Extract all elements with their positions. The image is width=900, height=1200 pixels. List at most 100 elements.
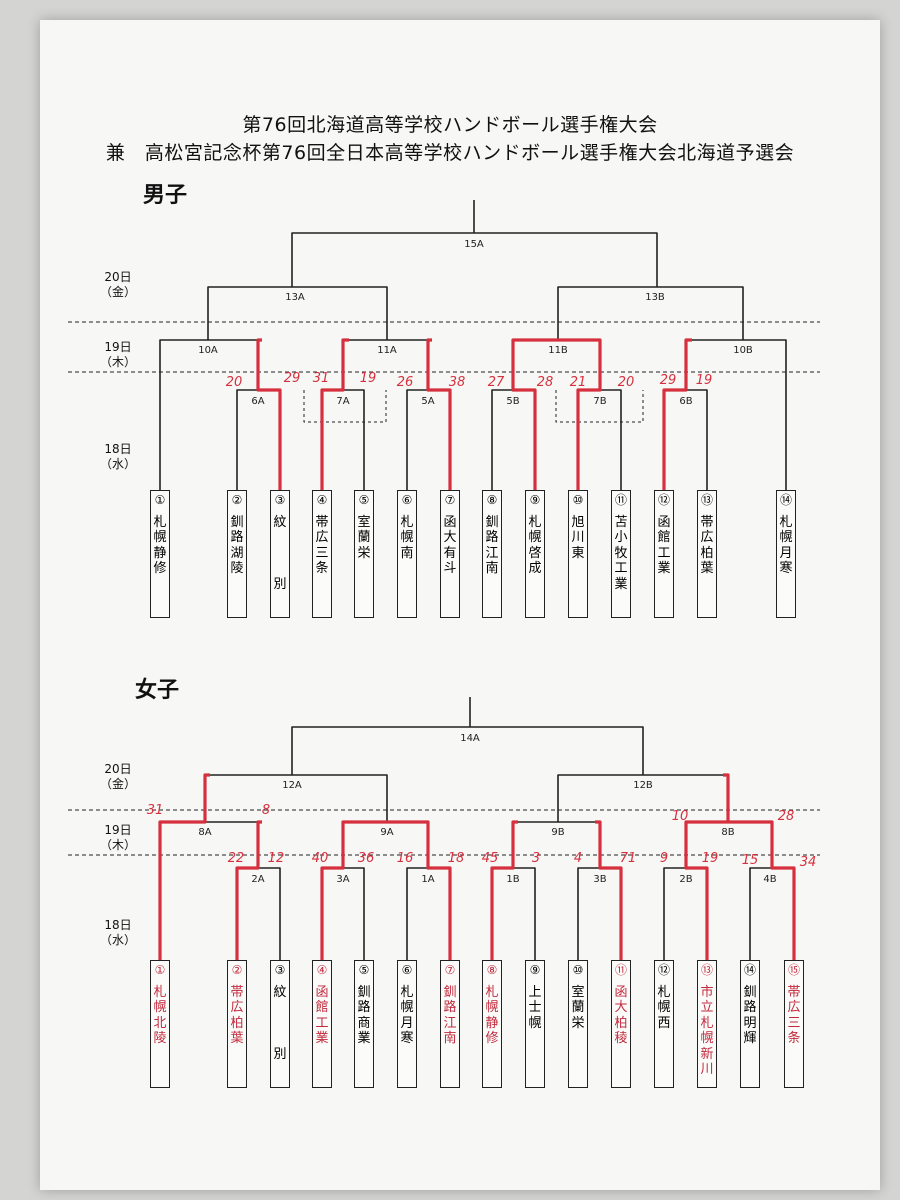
team-name-char: 館 [315, 1000, 329, 1015]
day-19-girls: 19日（木） [99, 823, 136, 852]
team-number: ⑧ [486, 963, 498, 977]
team-name-char: 東 [571, 545, 585, 561]
team-number: ⑫ [657, 493, 670, 507]
day-18-girls: 18日（水） [99, 918, 136, 947]
team-name-char: 幌 [528, 530, 542, 545]
team-name-char: 斗 [443, 561, 457, 576]
team-name-char: 釧 [485, 514, 499, 530]
match-label-12a: 12A [282, 780, 302, 791]
girls-score: 34 [800, 855, 817, 870]
match-label-2a: 2A [251, 874, 264, 885]
team-number: ⑪ [614, 493, 627, 507]
team-name-char: 月 [779, 545, 793, 561]
team-name-char: 江 [485, 545, 499, 561]
team-name-char: 柏 [614, 1015, 628, 1031]
match-8a [159, 821, 259, 960]
match-label-13b: 13B [645, 292, 665, 303]
girls-score: 16 [397, 851, 414, 866]
team-name-char: 幌 [528, 1015, 542, 1031]
team-name-char: 小 [614, 530, 628, 545]
team-name-char: 札 [153, 514, 167, 530]
team-name-char: 別 [273, 1047, 287, 1062]
team-number: ② [231, 963, 243, 977]
team-name-char: 川 [571, 530, 585, 545]
match-label-7a: 7A [336, 396, 349, 407]
team-name-char: 札 [700, 1015, 714, 1031]
team-name-char: 南 [443, 1031, 457, 1046]
winner-path [158, 773, 210, 960]
team-name-char: 路 [743, 1000, 757, 1015]
match-13a [207, 286, 388, 340]
team-number: ⑩ [572, 963, 584, 977]
winner-path [662, 338, 692, 490]
match-10a [159, 339, 259, 490]
match-label-9b: 9B [551, 827, 564, 838]
match-10b [685, 339, 787, 490]
team-name-char: 札 [528, 514, 542, 530]
boys-score: 26 [397, 375, 414, 390]
team-name-char: 修 [153, 561, 167, 576]
title-line-1: 第76回北海道高等学校ハンドボール選手権大会 [242, 114, 658, 136]
team-name-char: 明 [743, 1015, 757, 1031]
team-name-char: 工 [657, 545, 671, 561]
team-number: ③ [274, 963, 286, 977]
team-number: ① [154, 963, 166, 977]
team-name-char: 輝 [743, 1031, 757, 1046]
team-name-char: 旭 [571, 514, 585, 530]
match-label-8b: 8B [721, 827, 734, 838]
team-name-char: 幌 [779, 530, 793, 545]
boys-score: 19 [696, 373, 713, 388]
team-name-char: 路 [357, 1000, 371, 1015]
boys-score: 31 [313, 371, 330, 386]
team-name-char: 帯 [315, 514, 329, 530]
team-number: ③ [274, 493, 286, 507]
team-number: ⑧ [486, 493, 498, 507]
team-name-char: 三 [787, 1015, 801, 1031]
girls-score: 15 [742, 853, 759, 868]
boys-score: 19 [360, 371, 377, 386]
match-label-8a: 8A [198, 827, 211, 838]
team-name-char: 条 [787, 1031, 801, 1046]
girls-score: 8 [262, 803, 270, 818]
girls-score: 3 [532, 851, 540, 866]
girls-score: 12 [268, 851, 285, 866]
team-name-char: 函 [614, 984, 628, 1000]
team-number: ① [154, 493, 166, 507]
match-label-9a: 9A [380, 827, 393, 838]
team-name-char: 幌 [153, 530, 167, 545]
team-name-char: 業 [357, 1031, 371, 1046]
team-name-char: 札 [153, 984, 167, 1000]
boys-score: 27 [488, 375, 505, 390]
match-label-1b: 1B [506, 874, 519, 885]
team-number: ⑬ [700, 493, 713, 507]
team-name-char: 札 [400, 984, 414, 1000]
girls-score: 22 [228, 851, 245, 866]
team-name-char: 幌 [485, 1000, 499, 1015]
team-name-char: 札 [485, 984, 499, 1000]
team-number: ⑬ [700, 963, 713, 977]
girls-score: 31 [147, 803, 164, 818]
winner-path [320, 338, 349, 490]
match-label-12b: 12B [633, 780, 653, 791]
team-name-char: 葉 [700, 561, 714, 576]
girls-score: 10 [672, 809, 689, 824]
team-name-char: 函 [443, 514, 457, 530]
match-label-3b: 3B [593, 874, 606, 885]
match-label-5a: 5A [421, 396, 434, 407]
team-name-char: 札 [657, 984, 671, 1000]
day-19-boys: 19日（木） [99, 340, 136, 369]
